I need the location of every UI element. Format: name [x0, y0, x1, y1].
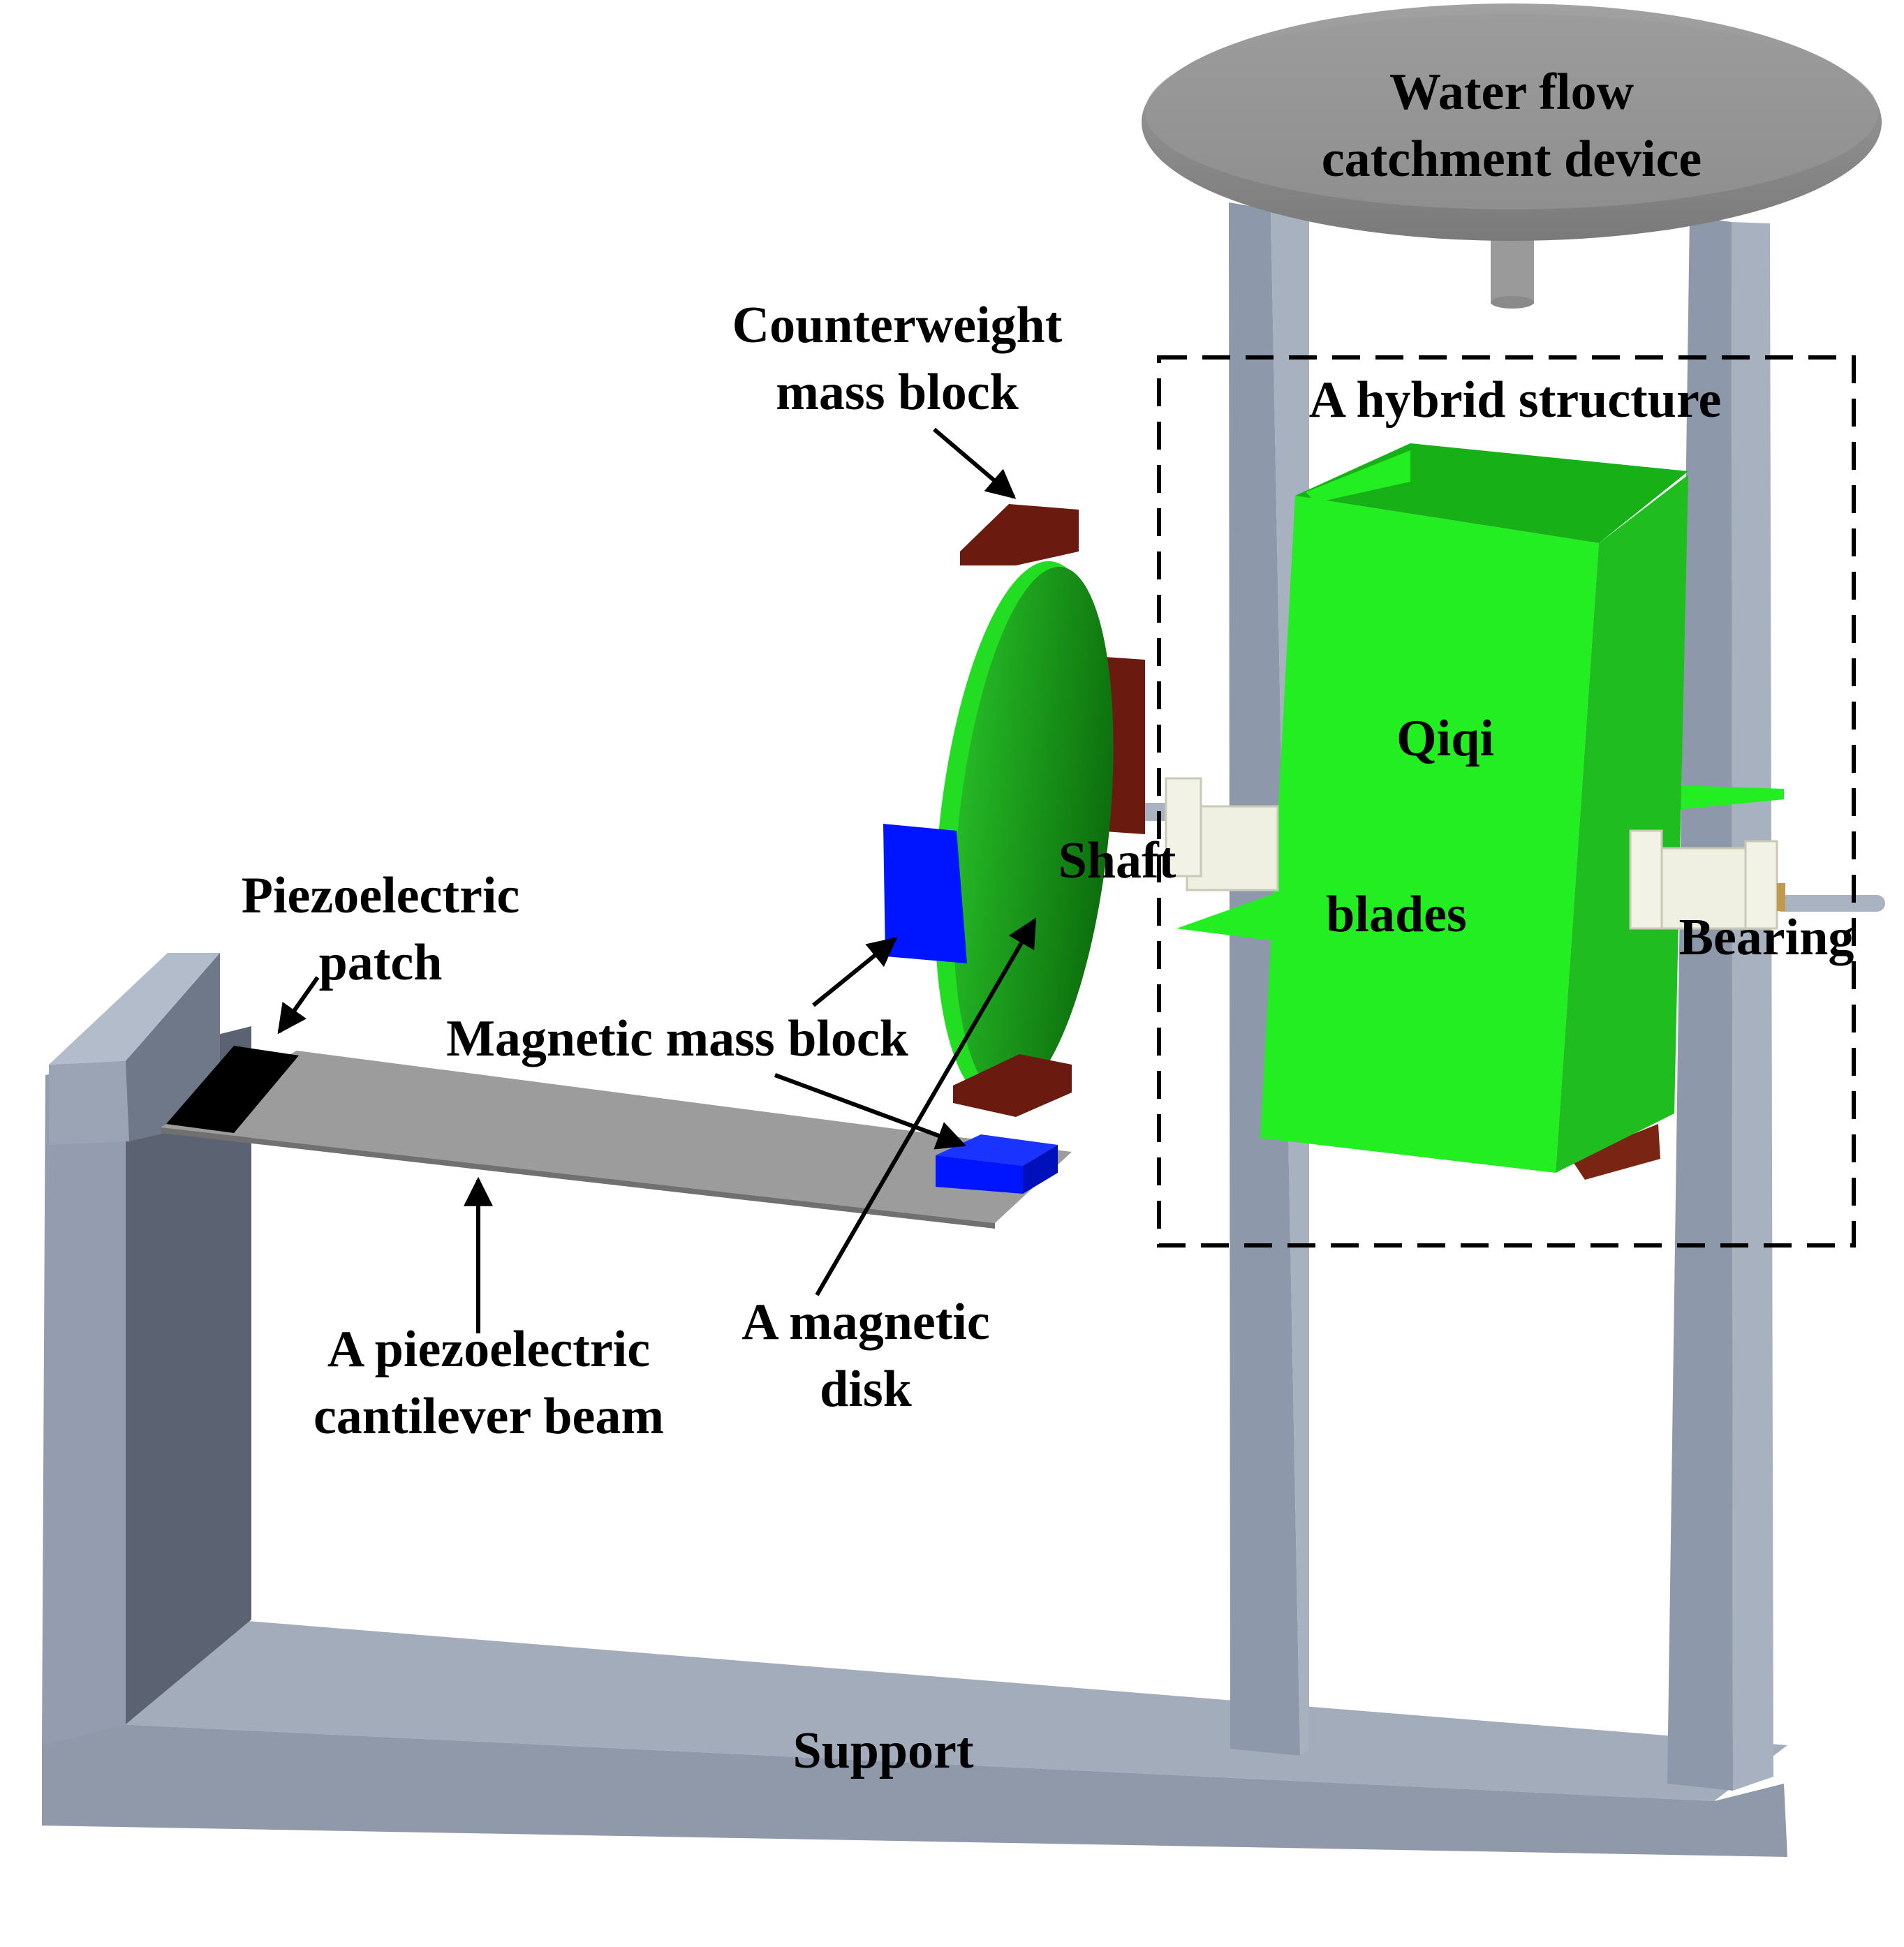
- piezo-patch-label-line-1: Piezoelectric: [241, 867, 520, 924]
- beam-magnet-side: [1023, 1145, 1058, 1194]
- catchment-rim: [1145, 14, 1878, 209]
- right-bearing-body: [1650, 847, 1757, 930]
- cantilever-label: A piezoelectric cantilever beam: [279, 1316, 698, 1450]
- rotor-back-blade: [1676, 785, 1784, 810]
- blades-label: blades: [1326, 886, 1467, 943]
- left-column-front: [42, 1058, 126, 1745]
- disk-label: A magnetic disk: [719, 1289, 1012, 1423]
- qiqi-label: Qiqi: [1396, 710, 1494, 767]
- leader-arrows: [277, 427, 1037, 1333]
- counterweight-bottom-mass: [953, 1054, 1072, 1117]
- disk-face: [953, 566, 1114, 1098]
- shaft-right: [1773, 895, 1885, 912]
- box-top-inner: [1306, 450, 1410, 503]
- cantilever-beam: [161, 1051, 1072, 1223]
- magnetic-disk-assembly: [883, 504, 1145, 1117]
- bearing-bronze: [1777, 883, 1785, 911]
- hybrid-structure-box: [1157, 355, 1856, 1248]
- box-front-face: [1260, 496, 1599, 1173]
- right-bearing-flange-1: [1629, 829, 1663, 930]
- counterweight-label-line-1: Counterweight: [732, 297, 1063, 354]
- piezo-patch: [166, 1046, 299, 1133]
- cantilever-label-line-1: A piezoelectric: [327, 1321, 651, 1378]
- bearing-label: Bearing: [1678, 909, 1854, 966]
- left-bearing-flange: [1165, 777, 1202, 878]
- counterweight-label: Counterweight mass block: [698, 292, 1096, 426]
- support-base-top: [119, 1620, 1787, 1801]
- catchment-spout: [1491, 230, 1534, 304]
- catchment-label: Water flow catchment device: [1236, 59, 1787, 193]
- catchment-label-line-1: Water flow: [1389, 64, 1634, 121]
- cantilever-label-line-2: cantilever beam: [313, 1388, 665, 1445]
- magnetic-mass-label: Magnetic mass block: [446, 1010, 908, 1067]
- left-column-side: [126, 1026, 251, 1724]
- box-rear-mass: [1571, 1124, 1660, 1180]
- counterweight-top-mass: [960, 504, 1079, 565]
- magnetic-mass-arrow-lower: [774, 1073, 966, 1150]
- catchment-spout-end: [1491, 296, 1534, 309]
- cantilever-beam-edge: [161, 1127, 995, 1229]
- disk-label-line-1: A magnetic: [741, 1294, 990, 1351]
- magnetic-mass-arrow-upper: [812, 937, 898, 1007]
- shaft-label: Shaft: [1058, 832, 1176, 889]
- cantilever-beam-assembly: [161, 1046, 1072, 1229]
- disk-label-line-2: disk: [820, 1361, 912, 1418]
- piezo-patch-label: Piezoelectric patch: [209, 862, 552, 996]
- rotor-front-blade: [1176, 873, 1574, 967]
- middle-upright-front: [1229, 202, 1300, 1756]
- left-column-cap-top: [49, 953, 220, 1065]
- right-upright-side: [1732, 222, 1773, 1791]
- hybrid-structure-label: A hybrid structure: [1308, 371, 1722, 429]
- piezo-patch-label-line-2: patch: [318, 934, 443, 991]
- counterweight-arrow: [933, 427, 1017, 499]
- left-column-cap-front: [49, 1061, 129, 1145]
- disk-arrow: [815, 917, 1037, 1296]
- beam-magnet-front: [936, 1155, 1023, 1194]
- support-label: Support: [792, 1722, 974, 1779]
- counterweight-label-line-2: mass block: [776, 364, 1019, 421]
- green-rotor: [1176, 443, 1784, 1180]
- catchment-device: [1142, 3, 1882, 309]
- right-upright-front: [1667, 216, 1733, 1791]
- disk-magnet: [883, 824, 967, 963]
- catchment-label-line-2: catchment device: [1321, 131, 1702, 188]
- box-side-face: [1556, 475, 1688, 1173]
- support-base-front: [42, 1724, 1787, 1857]
- piezo-patch-arrow: [277, 976, 320, 1035]
